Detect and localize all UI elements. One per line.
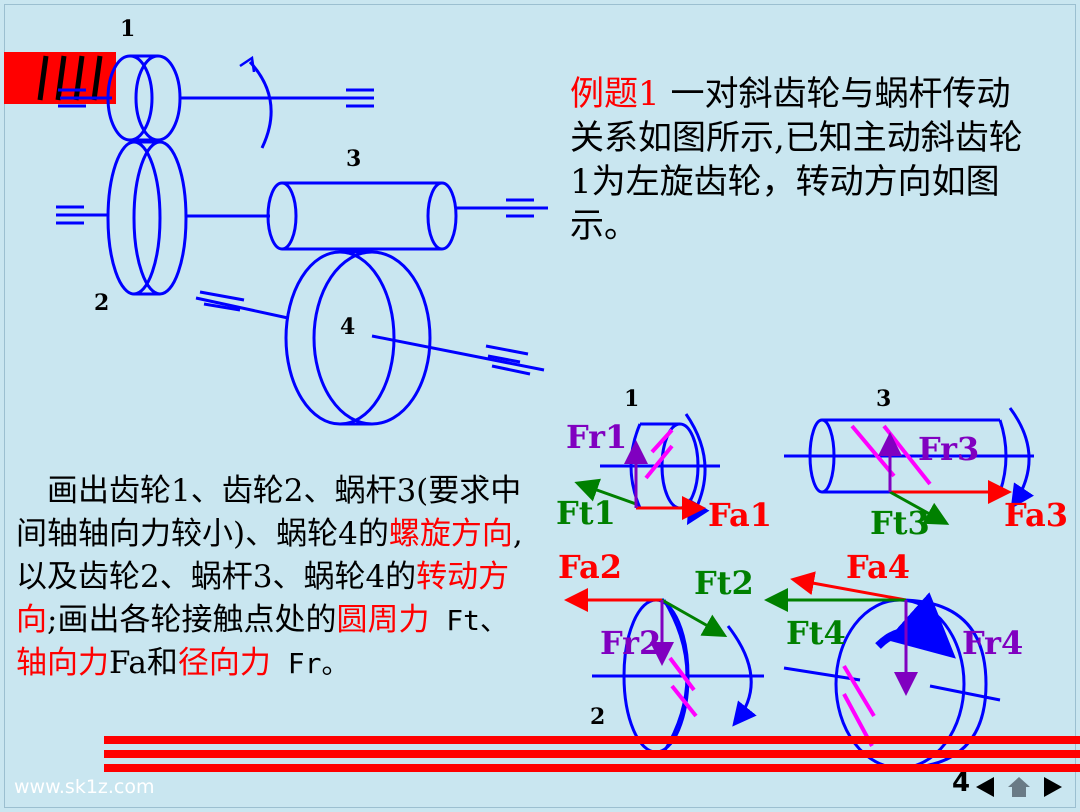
- problem-text-6: Ft、: [429, 604, 509, 637]
- force-fr4: Fr4: [962, 624, 1023, 662]
- problem-highlight-tangential-force: 圆周力: [336, 602, 430, 638]
- force-fa3: Fa3: [1004, 496, 1068, 534]
- example-heading: 例题1: [570, 74, 660, 114]
- gear-1-drawing: [58, 54, 374, 149]
- gear-2-drawing: [56, 140, 270, 296]
- main-assembly: [56, 54, 548, 426]
- example-statement: 例题1 一对斜齿轮与蜗杆传动关系如图所示,已知主动斜齿轮1为左旋齿轮，转动方向如…: [570, 72, 1040, 248]
- watermark: www.sk1z.com: [14, 776, 155, 798]
- problem-text-10: Fr。: [270, 647, 350, 680]
- red-stripes-decoration: [104, 736, 1080, 772]
- label-sub-2: 2: [590, 704, 605, 730]
- problem-text-8: Fa和: [109, 645, 178, 681]
- force-ft3: Ft3: [870, 504, 930, 542]
- force-fr2: Fr2: [600, 624, 661, 662]
- red-hatch-decoration: [4, 52, 116, 104]
- arrow-left-icon: [976, 777, 994, 797]
- worm-3-drawing: [266, 181, 548, 251]
- label-sub-1: 1: [624, 386, 639, 412]
- label-gear-1: 1: [120, 16, 135, 42]
- slide-frame: [4, 4, 1076, 808]
- force-ft2: Ft2: [694, 564, 754, 602]
- next-slide-button[interactable]: [1040, 774, 1070, 802]
- wheel-4-drawing: [195, 250, 545, 426]
- example-text: 一对斜齿轮与蜗杆传动关系如图所示,已知主动斜齿轮1为左旋齿轮，转动方向如图示。: [570, 74, 1023, 246]
- arrow-right-icon: [1044, 777, 1062, 797]
- previous-slide-button[interactable]: [972, 774, 1002, 802]
- problem-highlight-spiral-direction: 螺旋方向: [388, 516, 513, 552]
- label-worm-3: 3: [346, 146, 361, 172]
- home-button[interactable]: [1006, 774, 1036, 802]
- force-ft4: Ft4: [786, 614, 846, 652]
- force-fa4: Fa4: [846, 548, 910, 586]
- problem-statement: 画出齿轮1、齿轮2、蜗杆3(要求中间轴轴向力较小)、蜗轮4的螺旋方向,以及齿轮2…: [16, 470, 536, 685]
- label-sub-3: 3: [876, 386, 891, 412]
- problem-highlight-rotation-direction: 转动方向: [16, 559, 510, 638]
- force-fa1: Fa1: [708, 496, 772, 534]
- force-fa2: Fa2: [558, 548, 622, 586]
- label-gear-2: 2: [94, 290, 109, 316]
- label-wheel-4: 4: [340, 314, 355, 340]
- page-number: 4: [952, 768, 971, 798]
- problem-highlight-radial-force: 径向力: [177, 645, 271, 681]
- force-diagram-3: [784, 407, 1034, 525]
- force-fr3: Fr3: [918, 430, 979, 468]
- home-icon: [1008, 777, 1030, 797]
- problem-text-4: ;画出各轮接触点处的: [47, 602, 337, 638]
- problem-highlight-axial-force: 轴向力: [16, 645, 109, 681]
- force-fr1: Fr1: [566, 418, 627, 456]
- force-ft1: Ft1: [556, 494, 616, 532]
- problem-text-0: 画出齿轮1、齿轮2、蜗杆3(要求中间轴轴向力较小)、蜗轮4的: [16, 473, 522, 552]
- problem-text-2: ,以及齿轮2、蜗杆3、蜗轮4的: [16, 516, 523, 595]
- force-diagram-1: [574, 413, 720, 526]
